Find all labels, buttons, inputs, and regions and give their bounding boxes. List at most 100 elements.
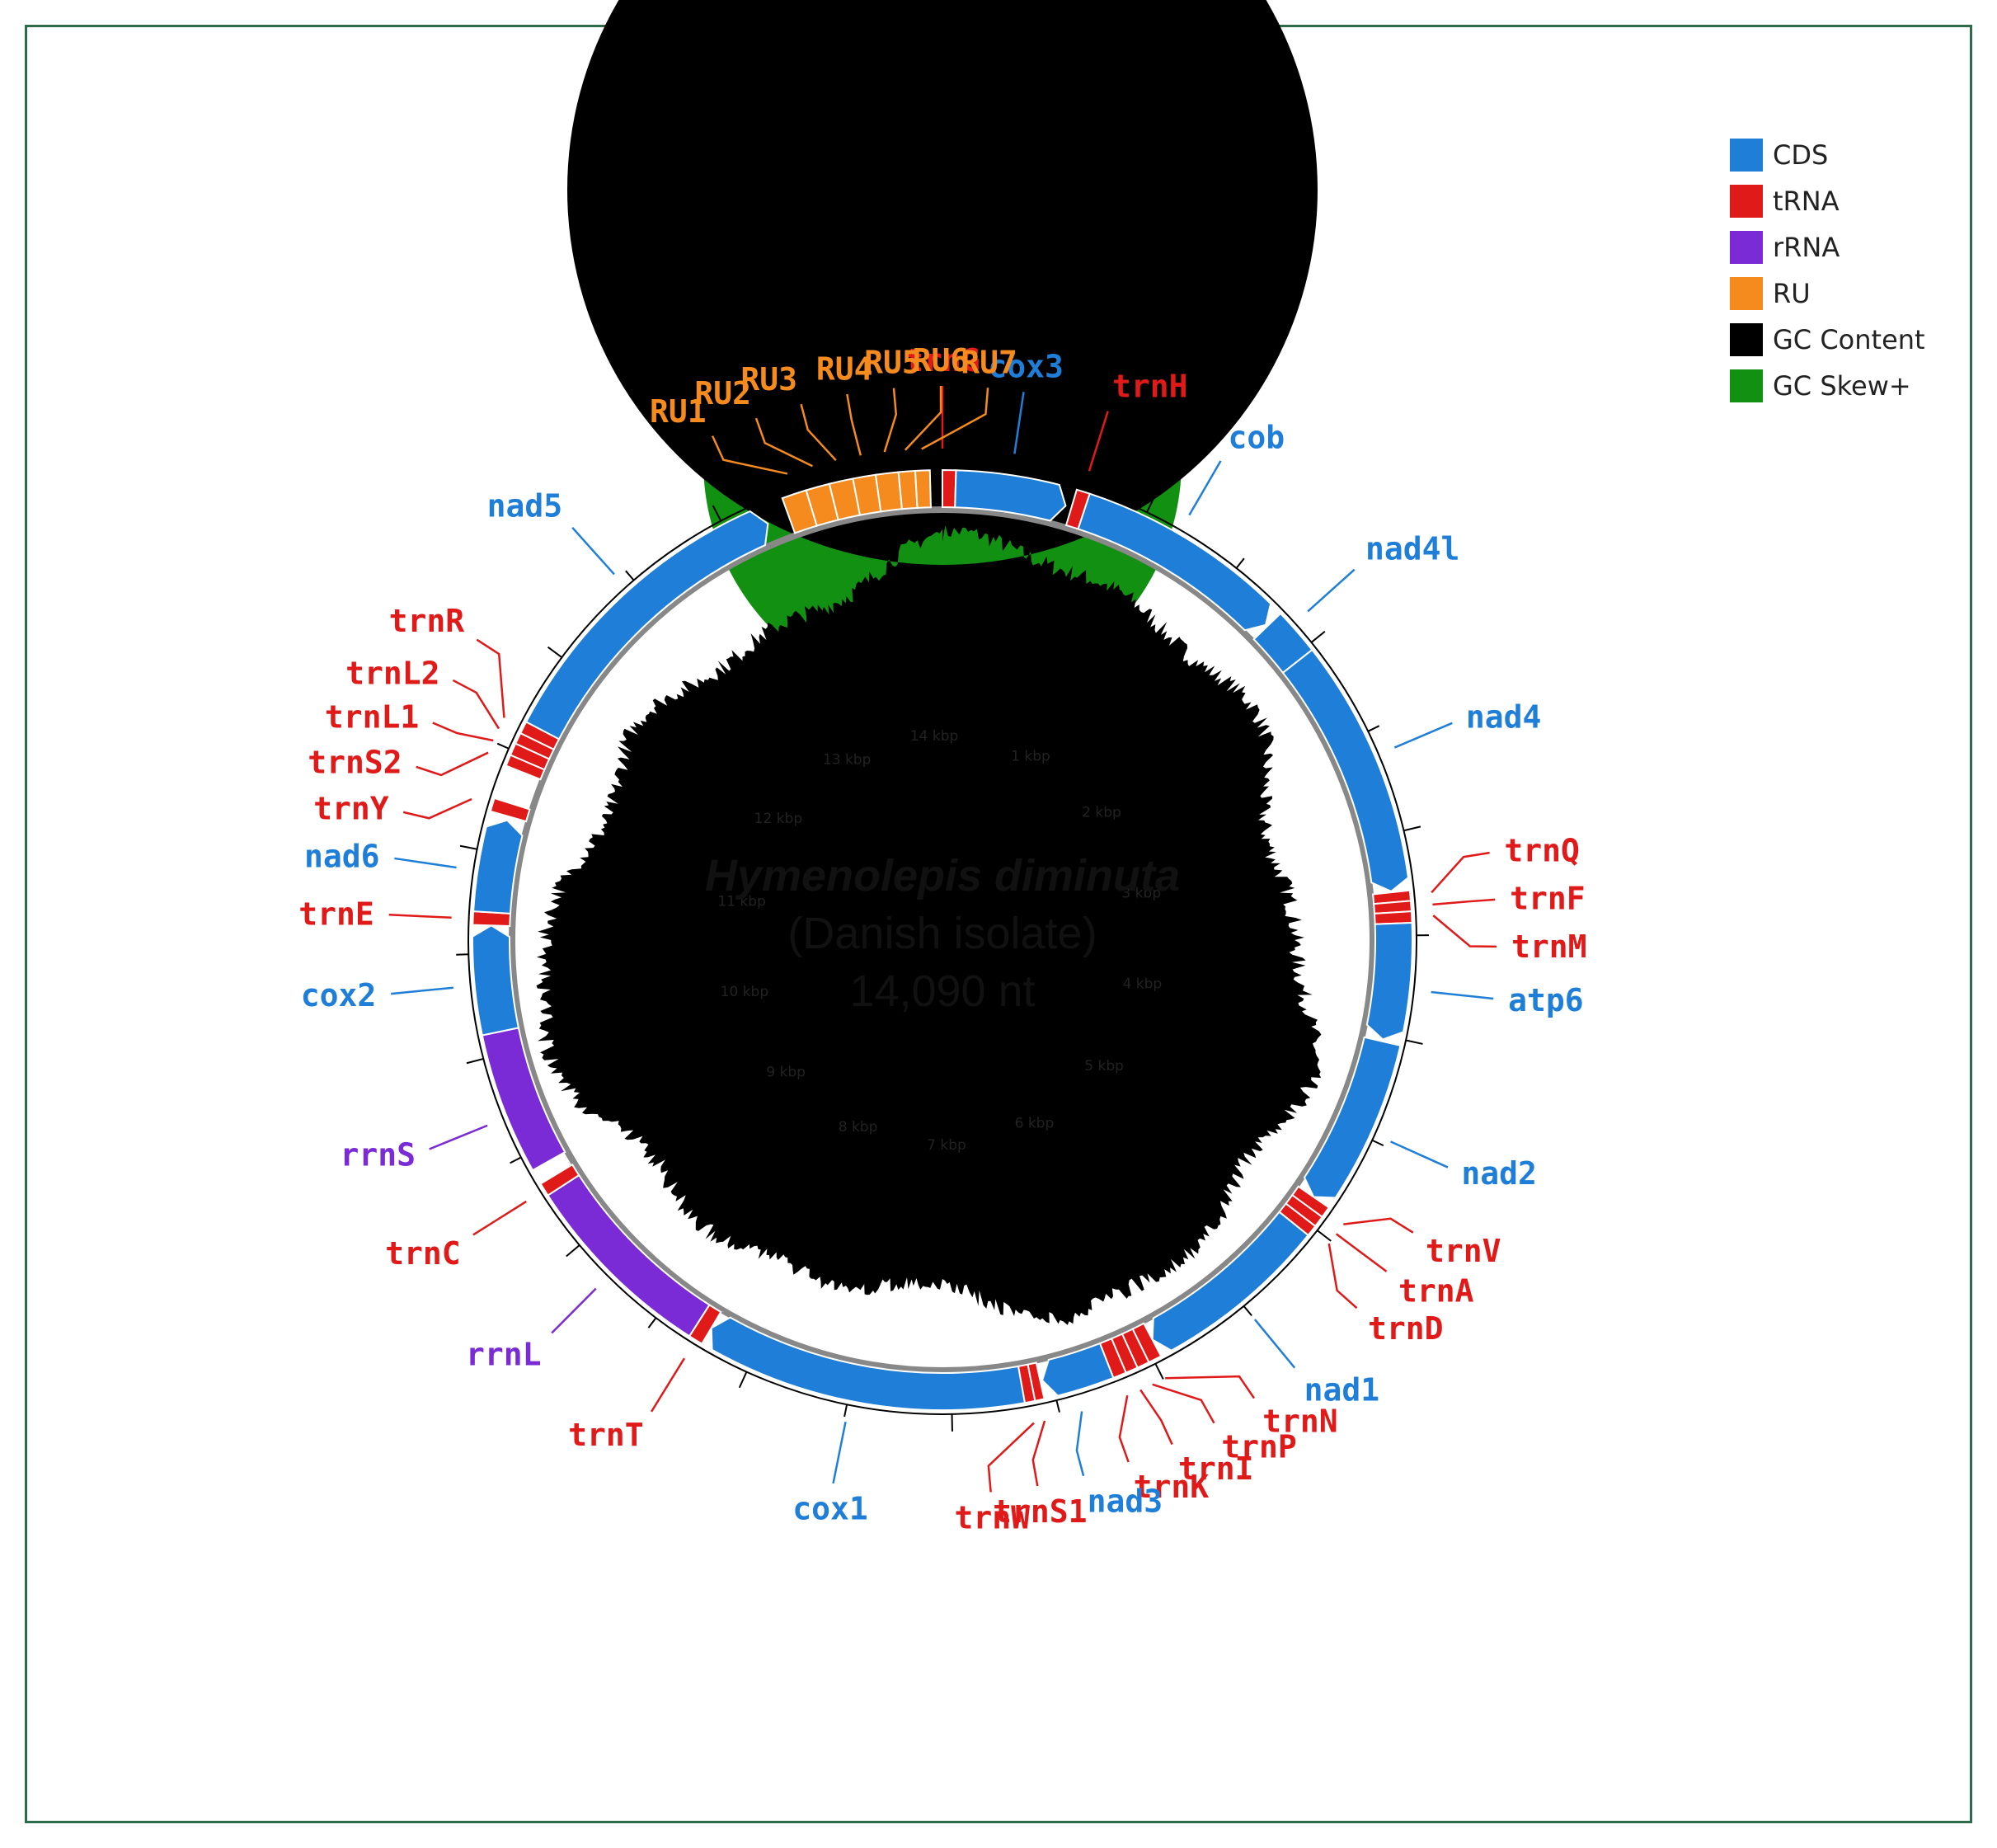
leader-trnR (476, 638, 505, 718)
leader-trnW (987, 1422, 1035, 1493)
label-nad3: nad3 (1088, 1483, 1163, 1519)
scale-tick (547, 646, 562, 658)
label-trnL1: trnL1 (325, 698, 419, 735)
label-trnC: trnC (385, 1235, 461, 1272)
leader-rrnS (429, 1124, 488, 1150)
leader-RU1 (711, 435, 788, 475)
label-cox3: cox3 (988, 348, 1064, 384)
leader-nad4 (1393, 722, 1453, 749)
leader-trnT (650, 1357, 686, 1413)
scale-tick (566, 1244, 580, 1258)
kbp-label: 11 kbp (717, 893, 765, 910)
feature-RU5 (874, 471, 903, 513)
label-nad5: nad5 (487, 487, 563, 524)
legend-label-gc_skew: GC Skew+ (1773, 370, 1911, 402)
leader-cox1 (832, 1422, 847, 1484)
title-length: 14,090 nt (849, 966, 1035, 1016)
label-trnL2: trnL2 (345, 656, 439, 692)
feature-RU6 (897, 469, 919, 510)
label-nad4: nad4 (1466, 699, 1542, 736)
kbp-tick (1083, 755, 1090, 761)
leader-trnV (1343, 1217, 1414, 1234)
leader-nad6 (394, 857, 457, 869)
kbp-label: 2 kbp (1082, 804, 1121, 821)
label-trnE: trnE (298, 896, 374, 932)
kbp-tick (1116, 791, 1127, 800)
scale-tick (1371, 1139, 1384, 1147)
leader-trnA (1335, 1233, 1388, 1272)
title-isolate: (Danish isolate) (787, 909, 1097, 958)
scale-tick (1154, 1363, 1164, 1380)
leader-trnS2 (416, 751, 489, 777)
kbp-tick (932, 704, 935, 717)
feature-trnG (942, 468, 957, 509)
leader-trnN (1165, 1375, 1256, 1399)
feature-nad4 (1281, 648, 1410, 893)
leader-cox3 (1013, 392, 1025, 454)
leader-trnI (1139, 1389, 1173, 1446)
label-trnG: trnG (905, 342, 980, 379)
scale-tick (815, 470, 820, 483)
feature-nad1 (1151, 1211, 1310, 1352)
label-trnQ: trnQ (1504, 832, 1580, 868)
leader-cox2 (391, 986, 453, 995)
label-cob: cob (1229, 419, 1285, 455)
kbp-label: 7 kbp (927, 1137, 966, 1154)
inner-backbone-circle (509, 506, 1376, 1374)
kbp-tick (894, 1164, 897, 1172)
leader-trnS1 (1031, 1420, 1046, 1487)
kbp-tick (996, 1162, 1000, 1169)
label-trnM: trnM (1511, 929, 1587, 965)
kbp-label: 8 kbp (839, 1119, 878, 1136)
kbp-tick (761, 1084, 772, 1093)
label-nad4l: nad4l (1365, 531, 1459, 567)
label-cox2: cox2 (301, 977, 377, 1013)
label-trnD: trnD (1368, 1310, 1444, 1347)
leader-trnE (388, 914, 452, 919)
label-RU5: RU5 (864, 345, 921, 381)
kbp-tick (726, 844, 734, 849)
leader-RU5 (883, 388, 898, 453)
gc-content-track (536, 0, 1322, 1325)
feature-nad3 (1041, 1342, 1115, 1397)
scale-tick (1146, 496, 1155, 513)
leader-nad5 (571, 527, 615, 576)
kbp-label: 1 kbp (1011, 748, 1050, 764)
kbp-tick (992, 709, 996, 717)
leader-RU7 (921, 388, 989, 450)
feature-cox3 (954, 469, 1067, 522)
kbp-label: 12 kbp (754, 811, 802, 827)
label-cox1: cox1 (792, 1490, 868, 1526)
label-trnS2: trnS2 (308, 744, 402, 780)
kbp-tick (711, 894, 723, 898)
legend-label-tRNA: tRNA (1773, 186, 1840, 217)
scale-tick (1403, 825, 1421, 832)
leader-nad1 (1253, 1319, 1296, 1369)
kbp-tick (1161, 986, 1173, 991)
label-trnV: trnV (1426, 1233, 1501, 1269)
scale-ticks (456, 449, 1429, 1432)
leader-RU2 (754, 417, 813, 468)
label-trnN: trnN (1262, 1403, 1338, 1439)
legend-swatch-tRNA (1730, 185, 1763, 218)
kbp-label: 10 kbp (721, 984, 768, 1000)
kbp-tick (1042, 1140, 1050, 1151)
kbp-label: 6 kbp (1015, 1116, 1055, 1132)
leader-trnP (1152, 1383, 1215, 1424)
leader-trnM (1432, 915, 1497, 948)
label-nad6: nad6 (304, 838, 380, 874)
label-trnP: trnP (1221, 1428, 1297, 1465)
kbp-tick (732, 1044, 740, 1049)
title-species: Hymenolepis diminuta (705, 851, 1180, 900)
label-RU1: RU1 (650, 393, 707, 430)
scale-tick (466, 1057, 484, 1065)
scale-tick (712, 505, 722, 522)
kbp-tick (1160, 884, 1172, 890)
feature-track (472, 468, 1413, 1411)
scale-tick (1310, 630, 1326, 643)
kbp-tick (843, 1144, 851, 1155)
leader-nad4l (1307, 568, 1356, 613)
